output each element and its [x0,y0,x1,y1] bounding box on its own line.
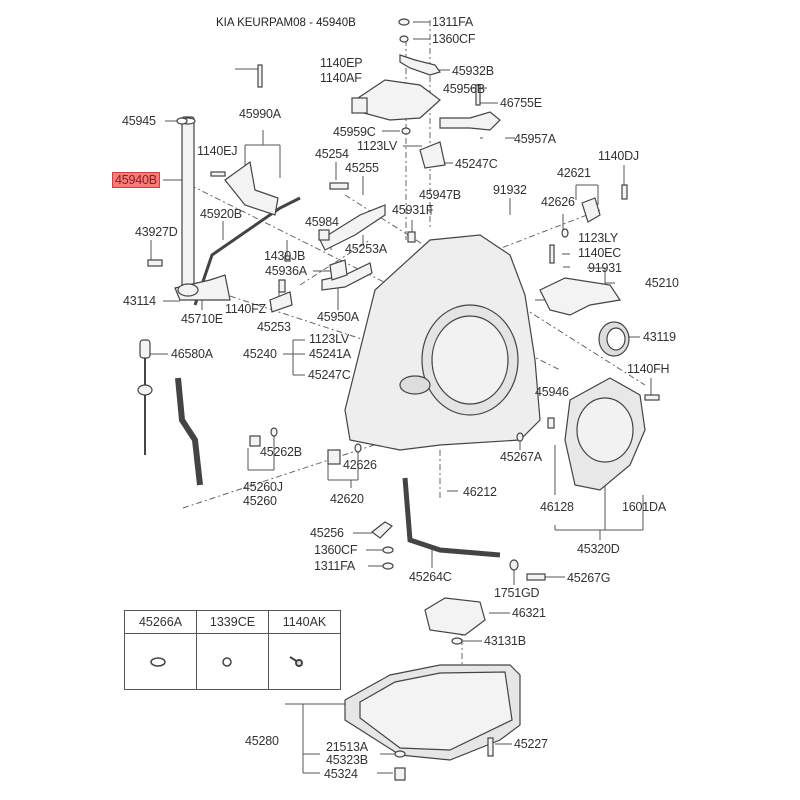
part-label-45947B[interactable]: 45947B [419,188,461,202]
part-label-1123LY[interactable]: 1123LY [578,231,619,245]
part-label-1311FA[interactable]: 1311FA [432,15,473,29]
part-label-45267G[interactable]: 45267G [567,571,611,585]
part-label-1140FH[interactable]: 1140FH [627,362,670,376]
part-label-1123LV[interactable]: 1123LV [357,139,398,153]
part-label-1360CF-bot[interactable]: 1360CF [314,543,358,557]
part-label-45956B[interactable]: 45956B [443,82,485,96]
diagram-title: KIA KEURPAM08 - 45940B [216,17,356,29]
small-parts-table: 45266A 1339CE 1140AK [124,610,341,690]
part-label-1140DJ[interactable]: 1140DJ [598,149,639,163]
part-label-42620[interactable]: 42620 [330,492,364,506]
part-label-21513A[interactable]: 21513A [326,740,368,754]
part-label-46128[interactable]: 46128 [540,500,574,514]
part-label-1123LV-mid[interactable]: 1123LV [309,332,350,346]
part-label-1140AF[interactable]: 1140AF [320,71,362,85]
part-label-45959C[interactable]: 45959C [333,125,376,139]
part-label-46580A[interactable]: 46580A [171,347,213,361]
part-label-45260[interactable]: 45260 [243,494,277,508]
part-label-46212[interactable]: 46212 [463,485,497,499]
part-label-1601DA[interactable]: 1601DA [622,500,666,514]
part-label-45984[interactable]: 45984 [305,215,339,229]
part-label-43131B[interactable]: 43131B [484,634,526,648]
part-label-1140EC[interactable]: 1140EC [578,246,622,260]
part-label-45280[interactable]: 45280 [245,734,279,748]
part-label-42626[interactable]: 42626 [541,195,575,209]
part-label-45945[interactable]: 45945 [122,114,156,128]
part-label-45932B[interactable]: 45932B [452,64,494,78]
part-label-45940B-highlighted[interactable]: 45940B [112,172,160,188]
part-label-1140EP[interactable]: 1140EP [320,56,363,70]
part-label-43119[interactable]: 43119 [643,330,676,344]
part-label-45241A[interactable]: 45241A [309,347,351,361]
table-cell-bolt [268,633,341,690]
part-label-1140FZ[interactable]: 1140FZ [225,302,266,316]
part-label-91931[interactable]: 91931 [588,261,622,275]
part-label-45240[interactable]: 45240 [243,347,277,361]
part-label-43927D[interactable]: 43927D [135,225,178,239]
part-label-45247C[interactable]: 45247C [455,157,498,171]
part-label-45946[interactable]: 45946 [535,385,569,399]
table-header-1140AK[interactable]: 1140AK [268,610,341,634]
part-label-45920B[interactable]: 45920B [200,207,242,221]
part-label-45320D[interactable]: 45320D [577,542,620,556]
part-label-45255[interactable]: 45255 [345,161,379,175]
part-label-91932[interactable]: 91932 [493,183,527,197]
part-label-45247C-mid[interactable]: 45247C [308,368,351,382]
part-label-1430JB[interactable]: 1430JB [264,249,306,263]
part-label-1311FA-bot[interactable]: 1311FA [314,559,355,573]
table-cell-o-ring [124,633,197,690]
part-label-45990A[interactable]: 45990A [239,107,281,121]
part-label-45260J[interactable]: 45260J [243,480,283,494]
part-label-45264C[interactable]: 45264C [409,570,452,584]
part-label-45227[interactable]: 45227 [514,737,548,751]
part-label-45936A[interactable]: 45936A [265,264,307,278]
part-label-45931F[interactable]: 45931F [392,203,434,217]
part-label-46755E[interactable]: 46755E [500,96,542,110]
part-label-45254[interactable]: 45254 [315,147,349,161]
part-label-45710E[interactable]: 45710E [181,312,223,326]
table-cell-nut [196,633,269,690]
part-label-45210[interactable]: 45210 [645,276,679,290]
part-label-46321[interactable]: 46321 [512,606,546,620]
part-label-1140EJ[interactable]: 1140EJ [197,144,238,158]
table-header-1339CE[interactable]: 1339CE [196,610,269,634]
part-label-45324[interactable]: 45324 [324,767,358,781]
part-label-45253A[interactable]: 45253A [345,242,387,256]
part-label-43114[interactable]: 43114 [123,294,156,308]
part-label-45323B[interactable]: 45323B [326,753,368,767]
part-label-1751GD[interactable]: 1751GD [494,586,540,600]
table-header-45266A[interactable]: 45266A [124,610,197,634]
part-label-45950A[interactable]: 45950A [317,310,359,324]
part-label-45262B[interactable]: 45262B [260,445,302,459]
part-label-45267A[interactable]: 45267A [500,450,542,464]
part-label-1360CF[interactable]: 1360CF [432,32,476,46]
part-label-42621[interactable]: 42621 [557,166,591,180]
part-label-42626-mid[interactable]: 42626 [343,458,377,472]
part-label-45957A[interactable]: 45957A [514,132,556,146]
part-label-45256[interactable]: 45256 [310,526,344,540]
part-label-45253[interactable]: 45253 [257,320,291,334]
